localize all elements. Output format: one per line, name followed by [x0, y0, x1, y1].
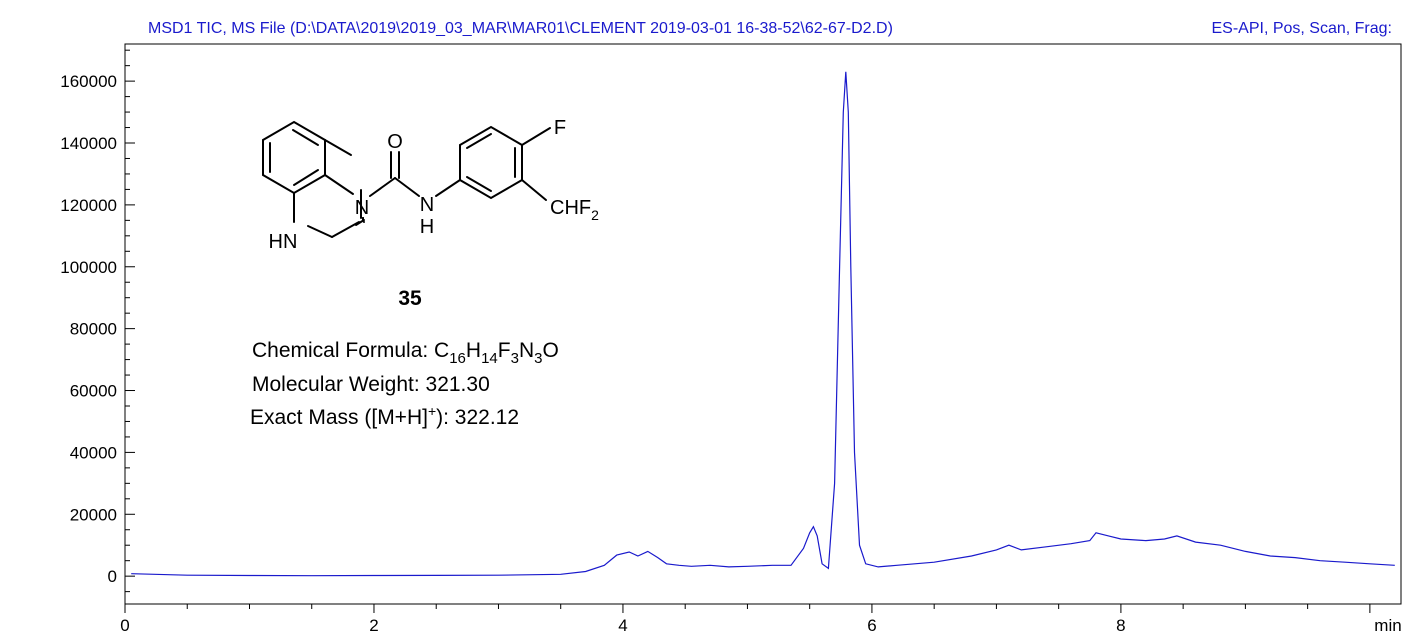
compound-number: 35	[398, 287, 422, 310]
bond	[307, 225, 333, 238]
y-tick-label: 60000	[70, 382, 117, 401]
x-tick-label: 2	[369, 616, 378, 635]
header-file-path: MSD1 TIC, MS File (D:\DATA\2019\2019_03_…	[148, 20, 893, 37]
bond	[435, 179, 461, 197]
benzene-ring-right	[459, 125, 523, 200]
ring-double-bond	[466, 176, 492, 192]
bond	[324, 174, 354, 195]
compound-structure: O N N H HN F CHF2 35	[262, 117, 599, 310]
x-tick-label: 0	[120, 616, 129, 635]
ring-double-bond	[466, 133, 492, 149]
bond	[521, 127, 551, 146]
bond	[369, 177, 396, 197]
y-tick-label: 40000	[70, 443, 117, 462]
y-tick-label: 140000	[60, 134, 117, 153]
benzene-ring-left	[262, 120, 326, 195]
atom-amide-hydrogen: H	[420, 216, 434, 238]
x-tick-label: 4	[618, 616, 627, 635]
exact-mass: Exact Mass ([M+H]+): 322.12	[250, 403, 519, 429]
tic-trace	[131, 71, 1395, 577]
ring-double-bond	[293, 169, 319, 186]
substituent-chf2: CHF2	[550, 197, 599, 223]
atom-ring-nh: HN	[269, 231, 298, 253]
atom-oxygen: O	[387, 131, 403, 153]
y-tick-label: 80000	[70, 320, 117, 339]
x-tick-label: 8	[1116, 616, 1125, 635]
atom-amide-nitrogen: N	[420, 194, 434, 216]
atom-fluorine: F	[554, 117, 566, 139]
bond	[331, 221, 360, 238]
x-axis-label: min	[1374, 616, 1401, 635]
bond	[394, 177, 420, 197]
molecular-weight: Molecular Weight: 321.30	[252, 373, 490, 396]
y-tick-label: 160000	[60, 72, 117, 91]
y-tick-label: 0	[108, 567, 117, 586]
bond	[521, 179, 547, 201]
plot-frame	[124, 43, 1402, 605]
y-tick-label: 100000	[60, 258, 117, 277]
y-axis: 0 20000 40000 60000 80000 100000 120000 140000 1…	[60, 49, 135, 593]
header-scan-info: ES-API, Pos, Scan, Frag:	[1211, 20, 1392, 37]
y-tick-label: 20000	[70, 505, 117, 524]
chemical-formula: Chemical Formula: C16H14F3N3O	[252, 339, 559, 367]
bond	[324, 139, 352, 156]
x-axis: 0 2 4 6 8	[120, 604, 1371, 635]
atom-ring-nitrogen: N	[355, 197, 369, 219]
ring-double-bond	[292, 129, 319, 146]
x-tick-label: 6	[867, 616, 876, 635]
y-tick-label: 120000	[60, 196, 117, 215]
